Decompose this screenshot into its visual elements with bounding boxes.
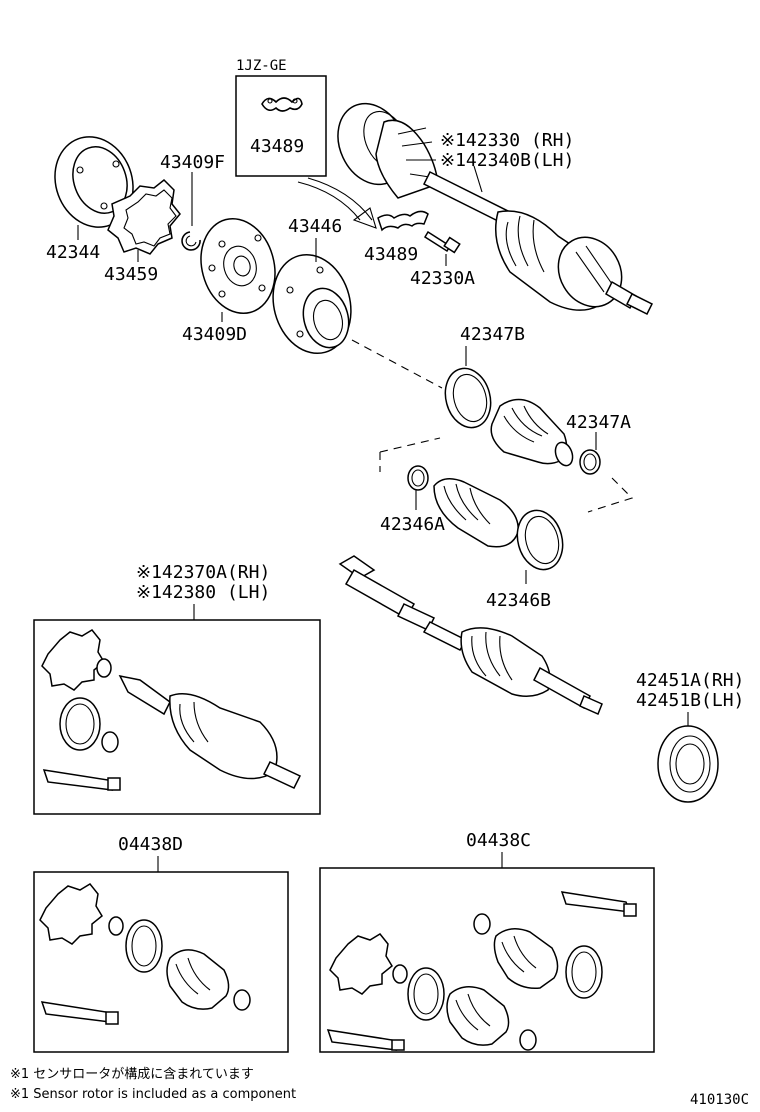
flange-43409D (200, 217, 276, 315)
label-42344: 42344 (46, 242, 100, 263)
footnote-japanese: ※1 センサロータが構成に含まれています (10, 1066, 254, 1082)
snap-ring-43409F (181, 231, 201, 251)
kit-42370A-contents (41, 629, 302, 791)
clamp-42346A (407, 465, 429, 491)
label-42347A: 42347A (566, 412, 631, 433)
label-42370A-rh: ※142370A(RH) (136, 562, 270, 583)
clip-43489 (377, 210, 429, 232)
footnote-english: ※1 Sensor rotor is included as a compone… (10, 1087, 296, 1102)
label-43409F: 43409F (160, 152, 225, 173)
label-42340B-lh: ※142340B(LH) (440, 150, 574, 171)
label-42380-lh: ※142380 (LH) (136, 582, 270, 603)
diagram-id: 410130C (690, 1092, 749, 1108)
label-43409D: 43409D (182, 324, 247, 345)
label-43489-box: 43489 (250, 136, 304, 157)
clamp-42346B (516, 509, 564, 571)
label-04438D: 04438D (118, 834, 183, 855)
kit-04438C-contents (326, 891, 637, 1051)
bolt-42330A (423, 230, 461, 254)
engine-label: 1JZ-GE (236, 58, 287, 74)
label-04438C: 04438C (466, 830, 531, 851)
kit-box-42370A (33, 619, 321, 815)
boot-inner (433, 478, 519, 548)
label-42346B: 42346B (486, 590, 551, 611)
label-43489: 43489 (364, 244, 418, 265)
label-42330A: 42330A (410, 268, 475, 289)
label-42451A-rh: 42451A(RH) (636, 670, 744, 691)
hub-43446 (272, 253, 352, 355)
oil-seal-42451 (657, 725, 719, 803)
label-43459: 43459 (104, 264, 158, 285)
kit-box-04438D (33, 871, 289, 1053)
label-42346A: 42346A (380, 514, 445, 535)
inner-shaft (338, 555, 603, 716)
clip-43489-icon (261, 97, 303, 112)
curved-arrow-icon (297, 177, 377, 229)
boot-outer (490, 398, 574, 467)
gasket-43459 (107, 178, 181, 255)
clamp-42347A (579, 449, 601, 475)
label-42347B: 42347B (460, 324, 525, 345)
clamp-42347B (444, 367, 492, 429)
engine-variant-box (235, 75, 327, 177)
kit-04438D-contents (39, 883, 251, 1025)
label-42451B-lh: 42451B(LH) (636, 690, 744, 711)
drive-shaft-assembly-top (337, 102, 654, 316)
label-42330-rh: ※142330 (RH) (440, 130, 574, 151)
label-43446: 43446 (288, 216, 342, 237)
kit-box-04438C (319, 867, 655, 1053)
